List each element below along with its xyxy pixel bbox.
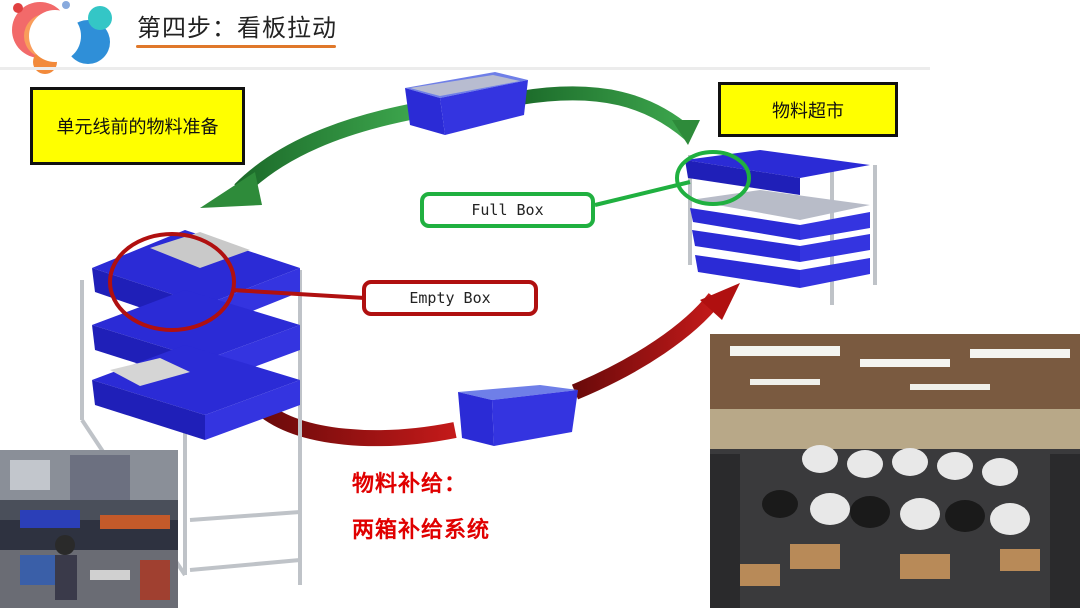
full-box-highlight: [675, 150, 751, 206]
blue-bin-top: [405, 72, 528, 135]
workstation-label: 单元线前的物料准备: [30, 87, 245, 165]
empty-box-connector: [231, 288, 366, 300]
blue-bin-bottom: [458, 385, 578, 446]
green-return-arrow: [200, 86, 700, 208]
supermarket-label: 物料超市: [718, 82, 898, 137]
red-supply-arrow: [256, 283, 740, 447]
empty-box-label: Empty Box: [362, 280, 538, 316]
title-underline: [136, 45, 336, 48]
workshop-photo: [0, 450, 178, 608]
supply-title: 物料补给：: [352, 472, 468, 497]
workstation-bins: [92, 230, 300, 440]
full-box-label: Full Box: [420, 192, 595, 228]
logo-bubbles-icon: [12, 1, 112, 74]
slide-title: 第四步：看板拉动: [137, 14, 337, 42]
full-box-connector: [594, 180, 691, 207]
empty-box-highlight: [108, 232, 236, 332]
warehouse-photo: [710, 334, 1080, 608]
supermarket-bins: [685, 150, 870, 288]
supply-method: 两箱补给系统: [352, 518, 491, 543]
header-divider: [0, 67, 930, 70]
